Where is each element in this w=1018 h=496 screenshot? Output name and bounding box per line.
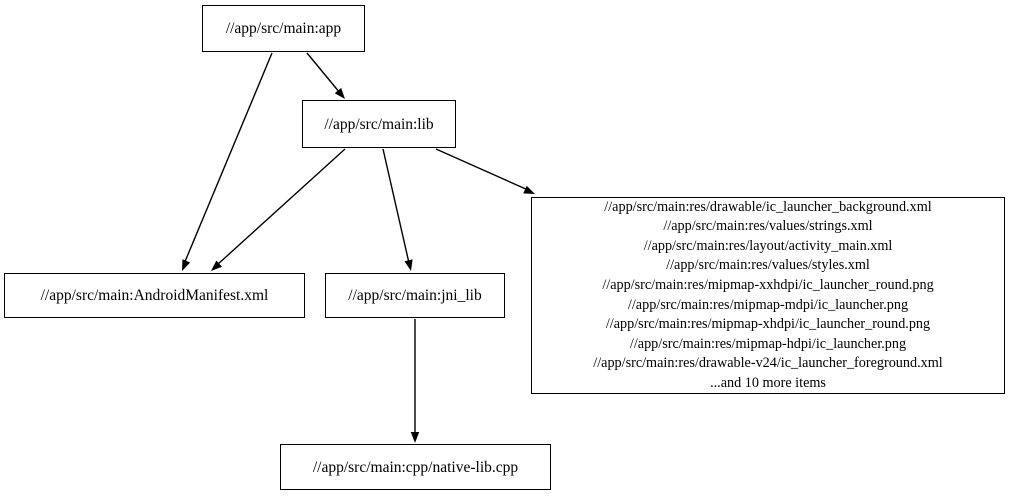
edge-app-to-android-manifest-arrowhead <box>182 259 191 271</box>
node-res-group-label: //app/src/main:res/mipmap-xxhdpi/ic_laun… <box>602 276 934 293</box>
node-res-group-label: //app/src/main:res/mipmap-mdpi/ic_launch… <box>627 296 909 313</box>
node-res-group[interactable]: //app/src/main:res/drawable/ic_launcher_… <box>531 197 1005 394</box>
node-app[interactable]: //app/src/main:app <box>202 5 365 52</box>
edge-app-to-android-manifest <box>183 52 273 265</box>
node-res-group-label: //app/src/main:res/mipmap-hdpi/ic_launch… <box>629 335 907 352</box>
edge-lib-to-jni-lib-arrowhead <box>404 259 413 271</box>
node-res-group-label: //app/src/main:res/values/styles.xml <box>666 257 870 274</box>
node-jni-lib[interactable]: //app/src/main:jni_lib <box>325 273 505 318</box>
node-jni-lib-label: //app/src/main:jni_lib <box>348 287 482 304</box>
node-android-manifest[interactable]: //app/src/main:AndroidManifest.xml <box>4 273 305 318</box>
edge-lib-to-android-manifest <box>216 148 346 266</box>
edge-jni-lib-to-native-lib-arrowhead <box>410 432 420 443</box>
node-res-group-label: ...and 10 more items <box>710 374 826 391</box>
node-lib[interactable]: //app/src/main:lib <box>302 100 456 148</box>
node-res-group-label: //app/src/main:res/drawable/ic_launcher_… <box>604 198 932 215</box>
edge-lib-to-android-manifest-arrowhead <box>211 260 222 271</box>
edge-lib-to-res-group <box>435 148 529 191</box>
node-native-lib-cpp-label: //app/src/main:cpp/native-lib.cpp <box>312 458 519 476</box>
edge-app-to-lib-arrowhead <box>334 87 345 99</box>
node-android-manifest-label: //app/src/main:AndroidManifest.xml <box>40 287 269 304</box>
node-res-group-label: //app/src/main:res/values/strings.xml <box>663 218 873 235</box>
edge-lib-to-jni-lib <box>382 148 410 264</box>
node-res-group-label: //app/src/main:res/mipmap-xhdpi/ic_launc… <box>605 316 931 333</box>
edge-app-to-lib <box>306 52 341 94</box>
node-res-group-label: //app/src/main:res/layout/activity_main.… <box>643 237 893 254</box>
node-native-lib-cpp[interactable]: //app/src/main:cpp/native-lib.cpp <box>280 444 551 490</box>
node-res-group-label: //app/src/main:res/drawable-v24/ic_launc… <box>593 355 943 372</box>
edge-lib-to-res-group-arrowhead <box>523 185 535 194</box>
node-app-label: //app/src/main:app <box>225 20 342 37</box>
node-lib-label: //app/src/main:lib <box>324 115 434 133</box>
